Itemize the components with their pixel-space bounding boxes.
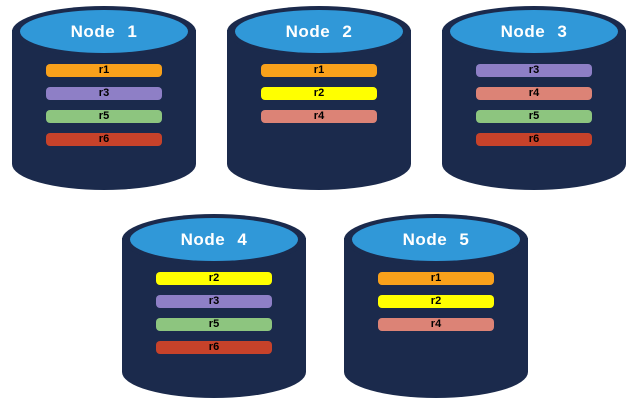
replica-list: r1 r3 r5 r6 xyxy=(46,64,162,146)
replica-bar: r2 xyxy=(156,272,272,285)
replica-bar: r5 xyxy=(46,110,162,123)
node-label: Node 3 xyxy=(500,21,568,41)
cylinder-top-ellipse: Node 5 xyxy=(352,218,520,261)
replica-label: r4 xyxy=(430,318,442,330)
replica-list: r1 r2 r4 xyxy=(378,272,494,331)
replica-label: r6 xyxy=(208,341,220,353)
cylinder-top-ellipse: Node 3 xyxy=(450,10,618,53)
node-label: Node 1 xyxy=(70,21,138,41)
replica-label: r3 xyxy=(208,295,220,307)
replica-bar: r4 xyxy=(378,318,494,331)
replica-label: r2 xyxy=(313,87,325,99)
replica-bar: r5 xyxy=(156,318,272,331)
database-node: Node 3 r3 r4 r5 r6 xyxy=(442,6,626,190)
database-node: Node 1 r1 r3 r5 r6 xyxy=(12,6,196,190)
replica-label: r1 xyxy=(98,64,110,76)
replica-list: r3 r4 r5 r6 xyxy=(476,64,592,146)
replica-label: r1 xyxy=(313,64,325,76)
node-row-bottom: Node 4 r2 r3 r5 r6 Node 5 r1 r2 r4 xyxy=(122,214,528,398)
replica-bar: r3 xyxy=(476,64,592,77)
replica-label: r3 xyxy=(98,87,110,99)
node-label: Node 5 xyxy=(402,229,470,249)
replica-bar: r6 xyxy=(156,341,272,354)
replica-bar: r4 xyxy=(261,110,377,123)
replica-label: r6 xyxy=(528,133,540,145)
replica-label: r2 xyxy=(430,295,442,307)
replica-list: r2 r3 r5 r6 xyxy=(156,272,272,354)
node-label: Node 4 xyxy=(180,229,248,249)
replica-label: r5 xyxy=(208,318,220,330)
cylinder-top-ellipse: Node 1 xyxy=(20,10,188,53)
replica-bar: r4 xyxy=(476,87,592,100)
database-node: Node 2 r1 r2 r4 xyxy=(227,6,411,190)
replica-label: r4 xyxy=(528,87,540,99)
replica-label: r1 xyxy=(430,272,442,284)
replica-label: r2 xyxy=(208,272,220,284)
replica-bar: r1 xyxy=(261,64,377,77)
cylinder-top-ellipse: Node 4 xyxy=(130,218,298,261)
replica-label: r5 xyxy=(98,110,110,122)
replica-label: r4 xyxy=(313,110,325,122)
replica-label: r5 xyxy=(528,110,540,122)
replica-label: r6 xyxy=(98,133,110,145)
replica-bar: r3 xyxy=(46,87,162,100)
replica-bar: r6 xyxy=(476,133,592,146)
database-node: Node 5 r1 r2 r4 xyxy=(344,214,528,398)
cylinder-top-ellipse: Node 2 xyxy=(235,10,403,53)
replica-bar: r6 xyxy=(46,133,162,146)
replica-bar: r2 xyxy=(261,87,377,100)
replica-bar: r1 xyxy=(46,64,162,77)
replica-bar: r2 xyxy=(378,295,494,308)
replica-bar: r1 xyxy=(378,272,494,285)
node-label: Node 2 xyxy=(285,21,353,41)
replica-bar: r5 xyxy=(476,110,592,123)
replica-label: r3 xyxy=(528,64,540,76)
database-node: Node 4 r2 r3 r5 r6 xyxy=(122,214,306,398)
replica-bar: r3 xyxy=(156,295,272,308)
replica-list: r1 r2 r4 xyxy=(261,64,377,123)
